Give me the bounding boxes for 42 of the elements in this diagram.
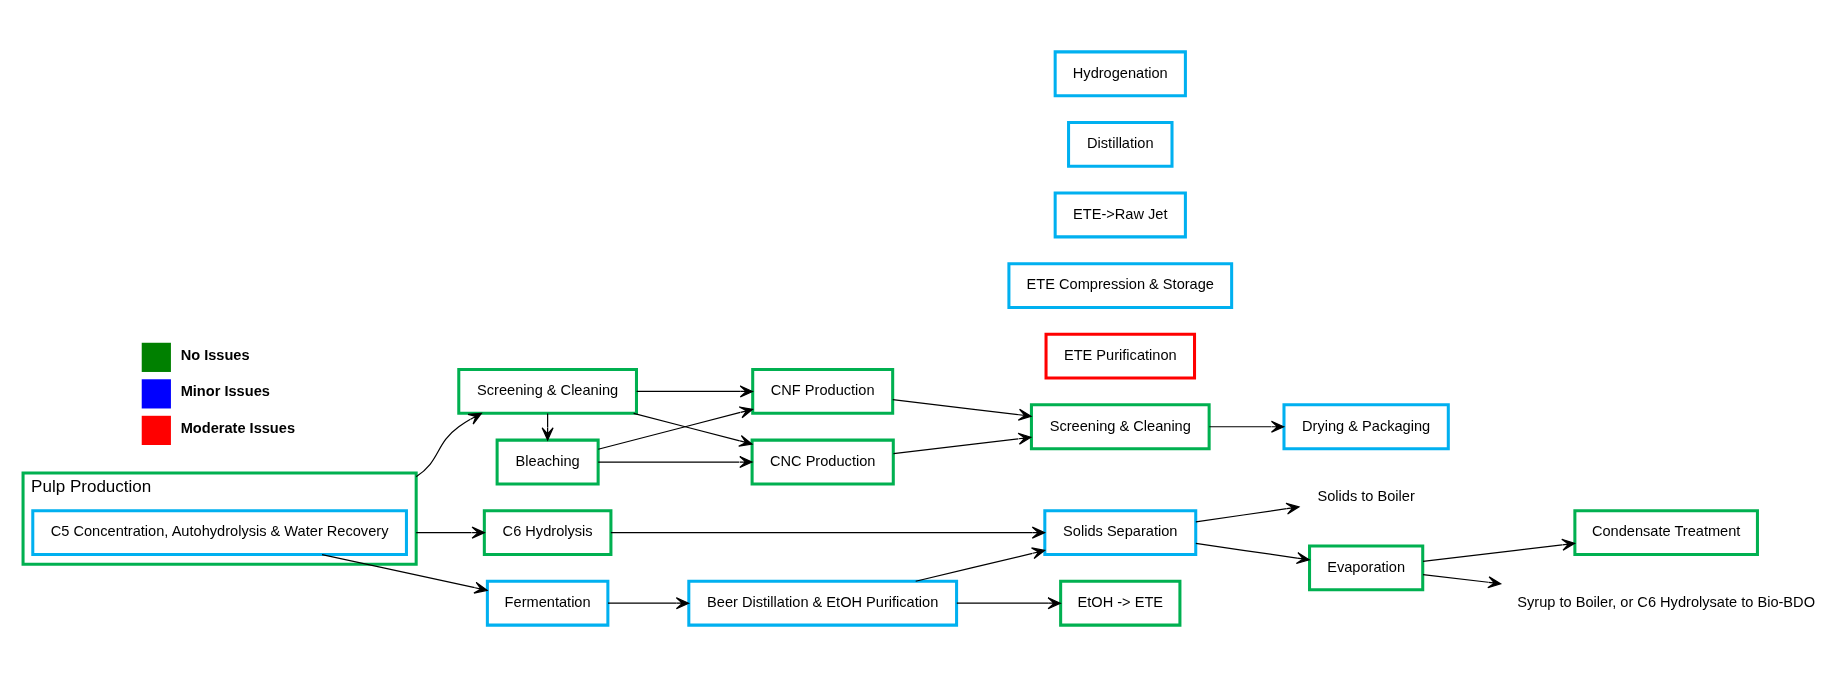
- arrow: [610, 526, 1046, 539]
- arrow: [892, 399, 1032, 421]
- node-text: Solids to Boiler: [1317, 488, 1415, 505]
- legend-label: Minor Issues: [180, 383, 270, 400]
- node-text: Syrup to Boiler, or C6 Hydrolysate to Bio-BDO: [1517, 594, 1815, 610]
- arrow: [1208, 420, 1285, 433]
- arrow: [915, 547, 1046, 582]
- node-box: Distillation: [1067, 120, 1174, 168]
- arrow: [956, 597, 1061, 610]
- node-box: Bleaching: [495, 438, 600, 486]
- arrow: [636, 385, 754, 398]
- arrow: [892, 432, 1032, 455]
- arrow: [1422, 573, 1502, 589]
- node-box: CNF Production: [751, 368, 895, 415]
- node-box: Condensate Treatment: [1573, 509, 1759, 557]
- legend-label: No Issues: [180, 346, 250, 363]
- arrow: [597, 406, 754, 450]
- arrow: [1195, 502, 1300, 523]
- node-box: CNC Production: [750, 438, 895, 486]
- arrow: [321, 553, 488, 594]
- node-box: Beer Distillation & EtOH Purification: [687, 579, 959, 627]
- arrow: [607, 597, 690, 610]
- arrow: [1422, 538, 1576, 562]
- node-box: Solids Separation: [1043, 509, 1198, 557]
- node-box: Screening & Cleaning: [457, 368, 638, 415]
- legend-label: Moderate Issues: [180, 419, 296, 436]
- node-box: Screening & Cleaning: [1029, 403, 1211, 451]
- arrow: [597, 455, 753, 469]
- node-box: Evaporation: [1308, 544, 1425, 592]
- node-box: ETE Purificatinon: [1044, 332, 1197, 380]
- node-box: ETE Compression & Storage: [1007, 262, 1234, 309]
- node-box: EtOH -> ETE: [1059, 579, 1182, 627]
- node-box: C5 Concentration, Autohydrolysis & Water Recovery: [31, 509, 408, 557]
- node-box: Fermentation: [485, 579, 610, 627]
- arrow: [633, 412, 753, 447]
- node-box: ETE->Raw Jet: [1053, 191, 1187, 239]
- arrow: [415, 526, 485, 539]
- node-box: C6 Hydrolysis: [482, 509, 613, 557]
- node-box: Hydrogenation: [1053, 50, 1187, 98]
- node-box: Drying & Packaging: [1282, 403, 1450, 451]
- arrow: [415, 412, 482, 478]
- arrow: [1195, 542, 1310, 565]
